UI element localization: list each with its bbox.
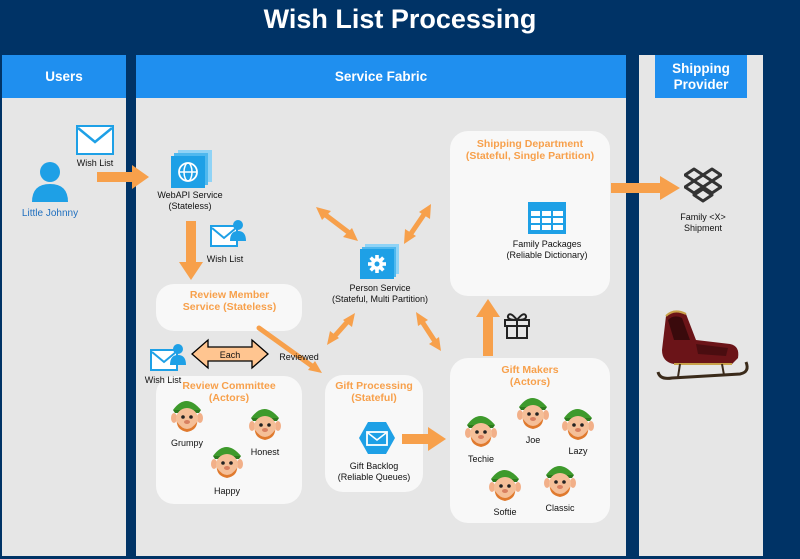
users-column-header: Users <box>2 55 126 98</box>
shipping-department-title: Shipping Department (Stateful, Single Pa… <box>465 138 595 162</box>
globe-icon <box>171 150 212 188</box>
gift-processing-title: Gift Processing (Stateful) <box>335 380 413 404</box>
elf-lazy-label: Lazy <box>568 446 588 456</box>
elf-techie-icon <box>465 416 497 447</box>
elf-honest-icon <box>249 409 281 440</box>
envelope-icon <box>76 125 114 155</box>
review-wish-list-label: Wish List <box>144 375 182 385</box>
elf-techie-label: Techie <box>467 454 494 464</box>
elf-happy-icon <box>211 447 243 478</box>
elf-softie-label: Softie <box>493 507 517 517</box>
elf-joe-label: Joe <box>525 435 541 445</box>
queue-icon <box>359 422 395 454</box>
person-service-name: Person Service <box>349 283 411 293</box>
person-service-type: (Stateful, Multi Partition) <box>331 294 429 304</box>
page-title: Wish List Processing <box>263 4 537 34</box>
family-packages-name: Family Packages <box>512 239 582 249</box>
elf-happy-label: Happy <box>213 486 240 496</box>
shipment-box-icon <box>684 167 722 203</box>
envelope-person-icon <box>210 220 246 247</box>
shipment-label-line2: Shipment <box>683 223 723 233</box>
gift-backlog-name: Gift Backlog <box>349 461 399 471</box>
gear-icon <box>360 244 399 279</box>
shipping-provider-column-header: Shipping Provider <box>655 55 747 98</box>
review-committee-title: Review Committee (Actors) <box>182 380 276 404</box>
table-icon <box>528 202 566 234</box>
review-member-service-title: Review Member Service (Stateless) <box>182 289 277 313</box>
gift-makers-title: Gift Makers (Actors) <box>501 364 559 388</box>
shipment-label-line1: Family <X> <box>680 212 726 222</box>
service-fabric-column-header: Service Fabric <box>136 55 626 98</box>
each-label: Each <box>219 350 241 360</box>
user-icon <box>32 162 68 202</box>
users-wish-list-label: Wish List <box>76 158 114 168</box>
elf-honest-label: Honest <box>250 447 280 457</box>
gift-backlog-type: (Reliable Queues) <box>337 472 411 482</box>
review-member-service-box <box>156 284 302 331</box>
little-johnny-label: Little Johnny <box>21 208 79 219</box>
reviewed-label: Reviewed <box>279 352 319 362</box>
gift-icon <box>504 313 530 339</box>
elf-classic-icon <box>544 466 576 497</box>
webapi-wish-list-label: Wish List <box>206 254 244 264</box>
family-packages-type: (Reliable Dictionary) <box>506 250 588 260</box>
elf-lazy-icon <box>562 409 594 440</box>
elf-softie-icon <box>489 470 521 501</box>
webapi-service-name: WebAPI Service <box>157 190 223 200</box>
elf-joe-icon <box>517 398 549 429</box>
sleigh-icon <box>656 310 749 380</box>
shipping-provider-column <box>639 55 763 556</box>
elf-classic-label: Classic <box>545 503 575 513</box>
elf-grumpy-label: Grumpy <box>170 438 203 448</box>
envelope-person-icon <box>150 344 186 371</box>
elf-grumpy-icon <box>171 401 203 432</box>
webapi-service-type: (Stateless) <box>168 201 212 211</box>
review-committee-box <box>156 376 302 504</box>
